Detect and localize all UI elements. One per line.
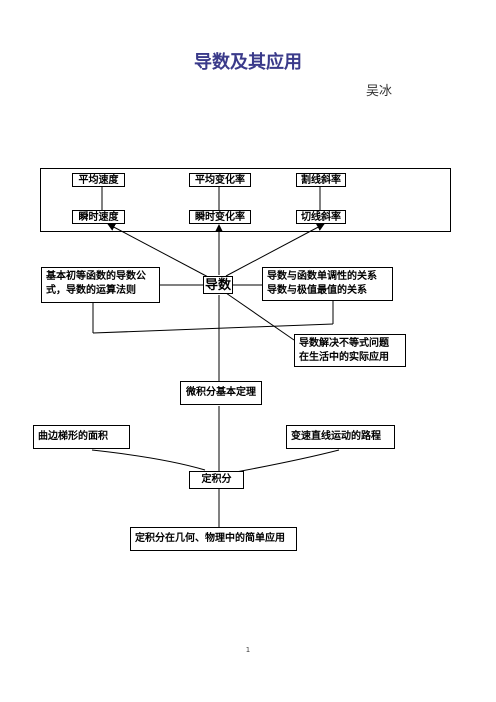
node-monotonicity-extrema: 导数与函数单调性的关系 导数与极值最值的关系 [262,267,393,301]
page-title: 导数及其应用 [194,52,302,73]
author-name: 吴冰 [366,84,393,99]
node-average-rate: 平均变化率 [189,173,251,187]
node-definite-integral: 定积分 [189,471,244,489]
node-basic-formulas: 基本初等函数的导数公 式，导数的运算法则 [41,267,160,303]
node-secant-slope: 割线斜率 [296,173,346,187]
node-monotonicity-line1: 导数与函数单调性的关系 [267,271,377,282]
rate-concepts-frame [40,168,451,232]
node-derivative-applications: 导数解决不等式问题 在生活中的实际应用 [294,334,406,367]
node-instantaneous-rate: 瞬时变化率 [189,210,251,224]
node-applications-line2: 在生活中的实际应用 [299,352,389,363]
node-applications-line1: 导数解决不等式问题 [299,338,389,349]
node-instantaneous-speed: 瞬时速度 [72,210,125,224]
node-tangent-slope: 切线斜率 [296,210,346,224]
node-monotonicity-line2: 导数与极值最值的关系 [267,285,367,296]
node-basic-formulas-line2: 式，导数的运算法则 [46,285,136,296]
page-number: 1 [245,646,251,654]
node-curved-trapezoid-area: 曲边梯形的面积 [33,425,130,449]
node-variable-speed-motion: 变速直线运动的路程 [286,425,395,449]
node-derivative: 导数 [203,276,233,294]
node-average-speed: 平均速度 [72,173,125,187]
node-basic-formulas-line1: 基本初等函数的导数公 [46,271,146,282]
node-integral-applications: 定积分在几何、物理中的简单应用 [130,527,297,551]
node-fundamental-theorem: 微积分基本定理 [180,381,262,405]
